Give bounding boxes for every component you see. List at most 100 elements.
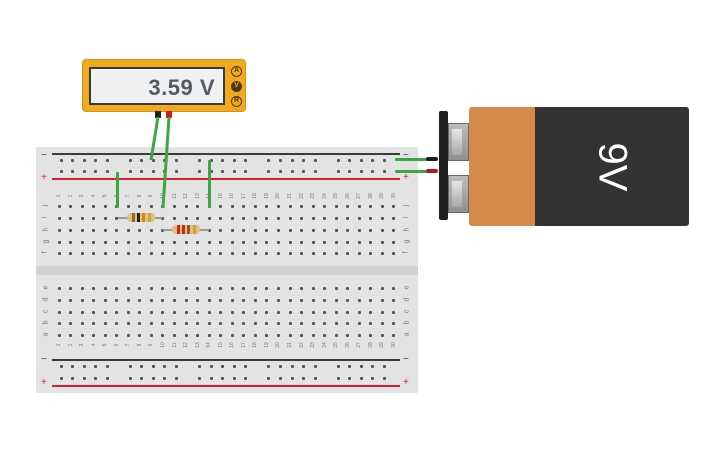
breadboard-hole[interactable] (221, 169, 225, 173)
breadboard-hole[interactable] (357, 321, 361, 325)
breadboard-hole[interactable] (323, 251, 327, 255)
breadboard-hole[interactable] (149, 310, 153, 314)
breadboard-hole[interactable] (380, 251, 384, 255)
breadboard-hole[interactable] (369, 298, 373, 302)
probe-socket-red[interactable] (166, 111, 172, 118)
breadboard-hole[interactable] (105, 376, 109, 380)
breadboard-hole[interactable] (348, 376, 352, 380)
breadboard-hole[interactable] (207, 240, 211, 244)
breadboard-hole[interactable] (369, 321, 373, 325)
breadboard-hole[interactable] (346, 216, 350, 220)
breadboard-hole[interactable] (346, 333, 350, 337)
breadboard-hole[interactable] (278, 169, 282, 173)
breadboard-hole[interactable] (57, 298, 61, 302)
breadboard-hole[interactable] (253, 228, 257, 232)
breadboard-hole[interactable] (382, 169, 386, 173)
breadboard-hole[interactable] (69, 298, 73, 302)
breadboard-hole[interactable] (371, 158, 375, 162)
breadboard-hole[interactable] (126, 333, 130, 337)
breadboard-hole[interactable] (126, 204, 130, 208)
breadboard-hole[interactable] (140, 158, 144, 162)
breadboard-hole[interactable] (369, 204, 373, 208)
breadboard-hole[interactable] (115, 251, 119, 255)
breadboard-hole[interactable] (92, 286, 96, 290)
mode-ammeter-button[interactable]: A (231, 66, 242, 77)
breadboard-hole[interactable] (103, 240, 107, 244)
breadboard-hole[interactable] (138, 228, 142, 232)
breadboard-hole[interactable] (128, 376, 132, 380)
breadboard-hole[interactable] (82, 376, 86, 380)
breadboard-hole[interactable] (163, 364, 167, 368)
breadboard-hole[interactable] (311, 204, 315, 208)
breadboard-hole[interactable] (334, 228, 338, 232)
breadboard-hole[interactable] (369, 310, 373, 314)
breadboard-hole[interactable] (207, 286, 211, 290)
breadboard-hole[interactable] (288, 321, 292, 325)
breadboard-hole[interactable] (175, 158, 178, 162)
breadboard-hole[interactable] (380, 204, 384, 208)
breadboard-hole[interactable] (184, 216, 188, 220)
breadboard-hole[interactable] (92, 228, 96, 232)
breadboard-hole[interactable] (184, 321, 188, 325)
breadboard-hole[interactable] (221, 376, 225, 380)
breadboard-hole[interactable] (184, 286, 188, 290)
breadboard-hole[interactable] (80, 216, 84, 220)
breadboard-hole[interactable] (311, 251, 315, 255)
breadboard-hole[interactable] (244, 364, 248, 368)
breadboard-hole[interactable] (334, 216, 338, 220)
breadboard-hole[interactable] (230, 240, 234, 244)
breadboard-hole[interactable] (300, 321, 304, 325)
breadboard-hole[interactable] (149, 321, 153, 325)
breadboard-hole[interactable] (57, 286, 61, 290)
breadboard-hole[interactable] (253, 321, 257, 325)
breadboard-hole[interactable] (290, 364, 294, 368)
breadboard-hole[interactable] (242, 333, 246, 337)
breadboard-hole[interactable] (242, 240, 246, 244)
breadboard-hole[interactable] (392, 204, 396, 208)
breadboard-hole[interactable] (69, 310, 73, 314)
breadboard-hole[interactable] (173, 298, 176, 302)
breadboard-hole[interactable] (323, 321, 327, 325)
breadboard-hole[interactable] (323, 204, 327, 208)
breadboard-hole[interactable] (242, 298, 246, 302)
breadboard-hole[interactable] (380, 240, 384, 244)
breadboard-hole[interactable] (380, 333, 384, 337)
breadboard-hole[interactable] (103, 204, 107, 208)
breadboard-hole[interactable] (382, 158, 386, 162)
breadboard-hole[interactable] (278, 158, 282, 162)
breadboard-hole[interactable] (288, 228, 292, 232)
breadboard-hole[interactable] (161, 298, 165, 302)
breadboard-hole[interactable] (184, 251, 188, 255)
breadboard-hole[interactable] (346, 251, 350, 255)
breadboard-hole[interactable] (288, 333, 292, 337)
breadboard-hole[interactable] (392, 286, 396, 290)
breadboard-hole[interactable] (115, 333, 119, 337)
breadboard-hole[interactable] (313, 158, 317, 162)
breadboard-hole[interactable] (161, 251, 165, 255)
breadboard-hole[interactable] (244, 158, 248, 162)
mode-voltmeter-button[interactable]: V (231, 81, 242, 92)
breadboard-hole[interactable] (380, 228, 384, 232)
breadboard-hole[interactable] (80, 298, 84, 302)
breadboard-hole[interactable] (69, 321, 73, 325)
breadboard-hole[interactable] (105, 158, 109, 162)
breadboard-hole[interactable] (71, 169, 75, 173)
breadboard-hole[interactable] (311, 228, 315, 232)
breadboard-hole[interactable] (69, 286, 73, 290)
breadboard-hole[interactable] (311, 321, 315, 325)
breadboard-hole[interactable] (232, 376, 236, 380)
breadboard-hole[interactable] (276, 333, 280, 337)
resistor-2[interactable] (172, 225, 200, 234)
breadboard-hole[interactable] (267, 364, 271, 368)
breadboard-hole[interactable] (276, 204, 280, 208)
mode-ohmmeter-button[interactable]: R (231, 96, 242, 107)
breadboard-hole[interactable] (94, 158, 98, 162)
breadboard-hole[interactable] (138, 286, 142, 290)
breadboard-hole[interactable] (57, 251, 61, 255)
breadboard-hole[interactable] (128, 158, 132, 162)
breadboard-hole[interactable] (80, 251, 84, 255)
breadboard-hole[interactable] (357, 333, 361, 337)
breadboard-hole[interactable] (313, 169, 317, 173)
breadboard-hole[interactable] (323, 310, 327, 314)
breadboard-hole[interactable] (230, 216, 234, 220)
